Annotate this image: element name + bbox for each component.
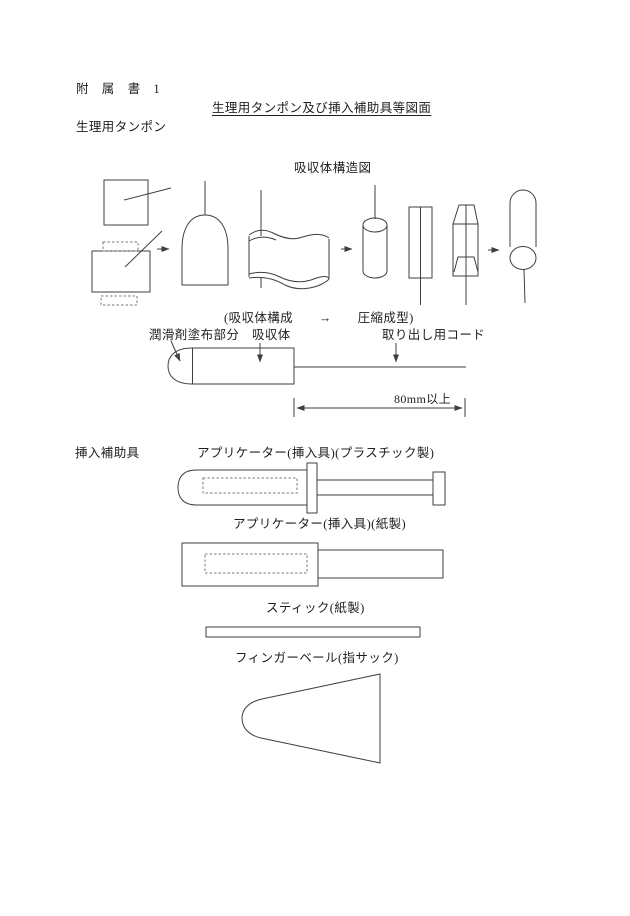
- finger-cot-shape: [242, 674, 380, 763]
- applicator-plastic-diagram: [178, 463, 445, 513]
- rolled-cylinder-shape: [363, 185, 387, 278]
- applicator-paper-label: アプリケーター(挿入具)(紙製): [233, 517, 407, 531]
- lubricant-label: 潤滑剤塗布部分: [149, 328, 240, 342]
- process-caption: (吸収体構成 → 圧縮成型): [224, 311, 414, 325]
- document-title: 生理用タンポン及び挿入補助具等図面: [212, 101, 432, 115]
- shaped-blank-shape: [453, 205, 478, 305]
- section-aids-label: 挿入補助具: [75, 446, 140, 460]
- applicator-endcap: [433, 472, 445, 505]
- tampon-body-outline: [168, 348, 294, 384]
- finished-tampon-shape: [510, 190, 536, 303]
- applicator-paper-diagram: [182, 543, 443, 586]
- applicator-flange: [307, 463, 317, 513]
- lubricant-pointer-arrow: [171, 341, 180, 362]
- dome-shape: [182, 215, 228, 285]
- cord-label: 取り出し用コード: [382, 328, 486, 342]
- tampon-structure-diagram: [168, 341, 466, 417]
- dimension-label: 80mm以上: [394, 392, 452, 406]
- sheet-flap-bottom: [101, 296, 137, 305]
- section-tampon-label: 生理用タンポン: [76, 120, 167, 134]
- applicator-plastic-label: アプリケーター(挿入具)(プラスチック製): [197, 446, 435, 460]
- sheet-square-top: [104, 180, 148, 225]
- sheet-square-bottom: [92, 251, 150, 292]
- sheet-flap-top: [103, 242, 138, 251]
- absorber-label: 吸収体: [252, 328, 291, 342]
- applicator-tube: [178, 470, 307, 505]
- paper-tube: [182, 543, 318, 586]
- wavy-sheet-shape: [249, 190, 329, 289]
- paper-plunger: [318, 550, 443, 578]
- stick-shape: [206, 627, 420, 637]
- cord-on-sheet-bottom: [125, 231, 162, 267]
- absorber-diagram-title: 吸収体構造図: [294, 161, 372, 175]
- stick-label: スティック(紙製): [266, 601, 365, 615]
- appendix-label: 附 属 書 1: [76, 82, 161, 96]
- applicator-plunger: [317, 480, 433, 495]
- pressed-bar-shape: [409, 207, 432, 305]
- tampon-inside-dashed: [203, 478, 297, 493]
- absorber-process-diagram: [92, 180, 536, 305]
- tampon-inside-dashed-paper: [205, 554, 307, 573]
- cord-on-sheet-top: [124, 188, 171, 200]
- finger-cot-label: フィンガーベール(指サック): [235, 651, 399, 665]
